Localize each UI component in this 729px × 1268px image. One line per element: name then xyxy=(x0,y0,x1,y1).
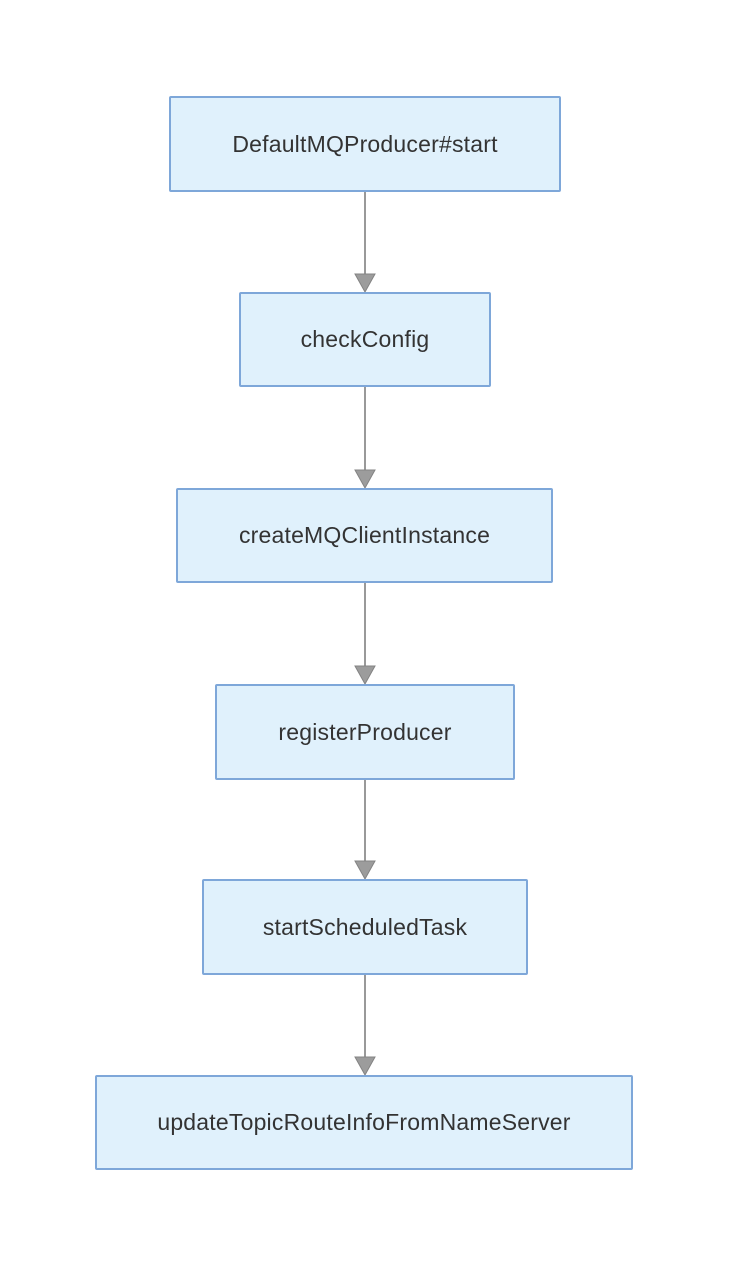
node-updatetopicrouteinfofromnameserver: updateTopicRouteInfoFromNameServer xyxy=(95,1075,633,1170)
node-label: createMQClientInstance xyxy=(238,522,491,548)
node-label: updateTopicRouteInfoFromNameServer xyxy=(157,1109,571,1135)
edge-arrow xyxy=(354,780,376,881)
edge-arrow xyxy=(354,975,376,1077)
node-startscheduledtask: startScheduledTask xyxy=(202,879,528,975)
node-createmqclientinstance: createMQClientInstance xyxy=(176,488,553,583)
edge-arrow xyxy=(354,192,376,294)
node-label: DefaultMQProducer#start xyxy=(232,130,498,157)
node-label: checkConfig xyxy=(300,326,430,352)
edge-arrow xyxy=(354,387,376,490)
node-defaultmqproducer-start: DefaultMQProducer#start xyxy=(169,96,561,192)
node-label: startScheduledTask xyxy=(262,913,468,940)
node-registerproducer: registerProducer xyxy=(215,684,515,780)
node-checkconfig: checkConfig xyxy=(239,292,491,387)
node-label: registerProducer xyxy=(278,718,452,745)
edge-arrow xyxy=(354,583,376,686)
